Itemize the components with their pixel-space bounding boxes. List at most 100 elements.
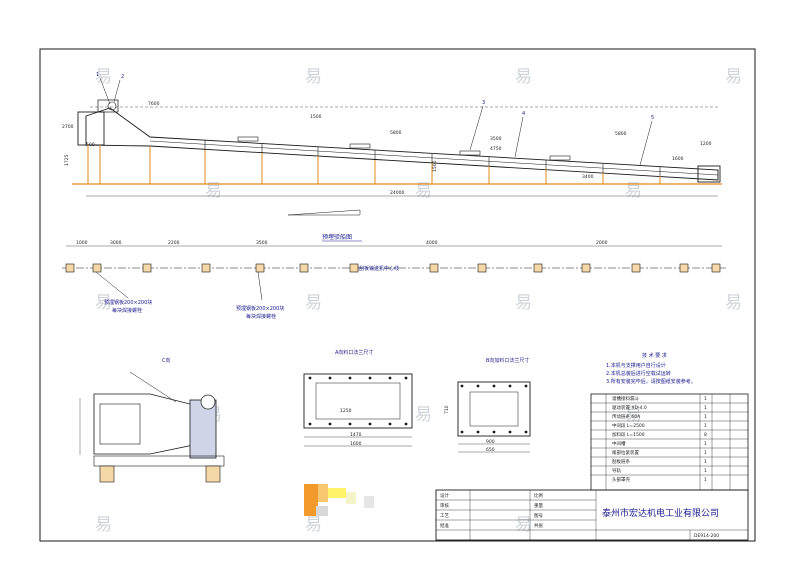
flange-dimension: 1600 — [350, 441, 362, 447]
flange-a-outline — [303, 373, 413, 429]
technical-requirements: 技 术 要 求 1.本机与支撑用户自行设计 2.本机总装后进行空载试运转 3.所… — [606, 352, 696, 385]
bom-item-name: 加料段 L=1500 — [612, 431, 645, 438]
support-columns — [87, 145, 661, 184]
flange-b-view: B向加料口法兰尺寸 900 650 710 — [444, 357, 531, 453]
title-block-label: 共张 — [534, 522, 543, 529]
bom-item-name: 头部罩壳 — [612, 476, 630, 483]
bill-of-materials: 溜槽接料漏斗 1 驱动装置 XD-4.0 1 传动链条 60A 1 中间段 L=… — [590, 393, 749, 491]
callout-number: 4 — [522, 111, 525, 117]
bom-item-qty: 1 — [704, 468, 707, 474]
watermark-text: 易 — [95, 293, 112, 313]
bom-item-name: 中间段 L=2500 — [612, 422, 645, 429]
plan-dimension: 3500 — [256, 240, 268, 246]
dimension-label: 3500 — [490, 136, 502, 142]
drive-unit — [97, 99, 119, 113]
flange-b-title: B向加料口法兰尺寸 — [486, 357, 529, 364]
title-block-label: 工艺 — [440, 513, 449, 519]
head-section — [77, 111, 105, 146]
plan-dimension: 1000 — [76, 240, 88, 246]
height-dimension: 1500 — [432, 160, 438, 172]
watermark-text: 易 — [305, 293, 322, 313]
watermark-text: 易 — [515, 67, 532, 87]
callout-number: 5 — [651, 115, 654, 121]
bom-item-name: 导轨 — [612, 467, 621, 474]
height-dimension: 1725 — [64, 154, 70, 166]
conveyor-elevation: 7600 1500 5800 3500 5800 4750 1600 1200 … — [62, 72, 722, 197]
flange-b-outline — [457, 381, 531, 437]
flange-dimension: 1250 — [340, 408, 352, 414]
watermark-text: 易 — [305, 67, 322, 87]
tech-req-title: 技 术 要 求 — [642, 352, 667, 359]
bom-item-name: 刮板链条 — [612, 458, 630, 465]
bom-item-qty: 1 — [704, 405, 707, 411]
c-view-drive: C向 — [79, 357, 225, 483]
flange-dimension: 650 — [486, 447, 495, 453]
tech-req-line: 3.所有安装完毕后，请按图纸安装参考。 — [606, 378, 696, 385]
company-name: 泰州市宏达机电工业有限公司 — [602, 507, 719, 519]
title-block-label: 设计 — [440, 492, 449, 499]
flange-dimension: 900 — [486, 439, 495, 445]
bom-item-name: 中间槽 — [612, 440, 626, 447]
watermark-text: 易 — [725, 67, 742, 87]
embed-layout-plan: 预埋驳船图 1000 3000 2200 3500 4000 2000 埋刮板输… — [62, 209, 726, 320]
bom-item-name: 溜槽接料漏斗 — [612, 395, 639, 402]
watermark-text: 易 — [515, 293, 532, 313]
embed-note: 每块焊接螺栓 — [112, 307, 142, 314]
view-c-label: C向 — [162, 357, 171, 364]
dimension-label: 5800 — [615, 131, 627, 137]
flange-dimension: 710 — [444, 405, 450, 414]
bom-item-qty: 8 — [704, 432, 707, 438]
title-block: 设计 审核 工艺 批准 比例 重量 图号 共张 泰州市宏达机电工业有限公司 DE… — [435, 489, 749, 541]
dimension-label: 5800 — [390, 130, 402, 136]
callout-number: 3 — [482, 100, 485, 106]
bom-item-qty: 1 — [704, 450, 707, 456]
drawing-frame — [39, 48, 756, 542]
embed-plates — [65, 263, 721, 273]
center-line-label: 埋刮板输送机中心线 — [354, 265, 399, 272]
watermark-text: 易 — [305, 515, 322, 535]
logo-patch — [304, 484, 374, 516]
bom-item-name: 传动链条 60A — [612, 413, 641, 420]
bom-item-qty: 1 — [704, 423, 707, 429]
title-block-label: 比例 — [534, 492, 543, 499]
tech-req-line: 1.本机与支撑用户自行设计 — [606, 362, 666, 369]
dimension-label: 1500 — [310, 114, 322, 120]
bom-item-qty: 1 — [704, 396, 707, 402]
bom-item-qty: 1 — [704, 477, 707, 483]
plan-dimension: 2200 — [168, 240, 180, 246]
embed-note: 每块焊接螺栓 — [246, 313, 276, 320]
embed-note: 预埋钢板200×200块 — [236, 305, 284, 312]
dimension-label: 4750 — [490, 146, 502, 152]
title-block-label: 审核 — [440, 502, 449, 509]
flange-a-title: A向料口法兰尺寸 — [335, 349, 373, 356]
tail-section — [697, 165, 721, 183]
watermark-text: 易 — [515, 515, 532, 535]
title-block-label: 重量 — [534, 502, 543, 509]
flange-dimension: 1470 — [350, 432, 362, 438]
callout-number: 1 — [96, 72, 99, 78]
bom-item-qty: 1 — [704, 459, 707, 465]
height-dimension: 2700 — [62, 124, 74, 130]
bom-item-name: 尾部拉紧装置 — [612, 449, 639, 456]
watermark-text: 易 — [625, 405, 642, 425]
watermark-text: 易 — [95, 67, 112, 87]
callout-number: 2 — [121, 74, 124, 80]
motor-icon — [200, 394, 216, 410]
drive-sprocket-icon — [107, 101, 117, 111]
watermark-text: 易 — [725, 293, 742, 313]
watermark-text: 易 — [95, 515, 112, 535]
plan-dimension: 4000 — [426, 240, 438, 246]
height-dimension: 3400 — [582, 174, 594, 180]
plan-dimension: 3000 — [110, 240, 122, 246]
flange-a-view: A向料口法兰尺寸 1470 1600 1250 — [303, 349, 413, 447]
bom-item-qty: 1 — [704, 414, 707, 420]
dimension-label: 7600 — [148, 101, 160, 107]
dimension-label: 1600 — [672, 156, 684, 162]
dimension-label: 1200 — [700, 141, 712, 147]
embed-note: 预埋钢板200×200块 — [104, 299, 152, 306]
overall-length-label: 24000 — [390, 190, 404, 196]
watermark-text: 易 — [415, 405, 432, 425]
bom-item-name: 驱动装置 XD-4.0 — [612, 404, 647, 411]
